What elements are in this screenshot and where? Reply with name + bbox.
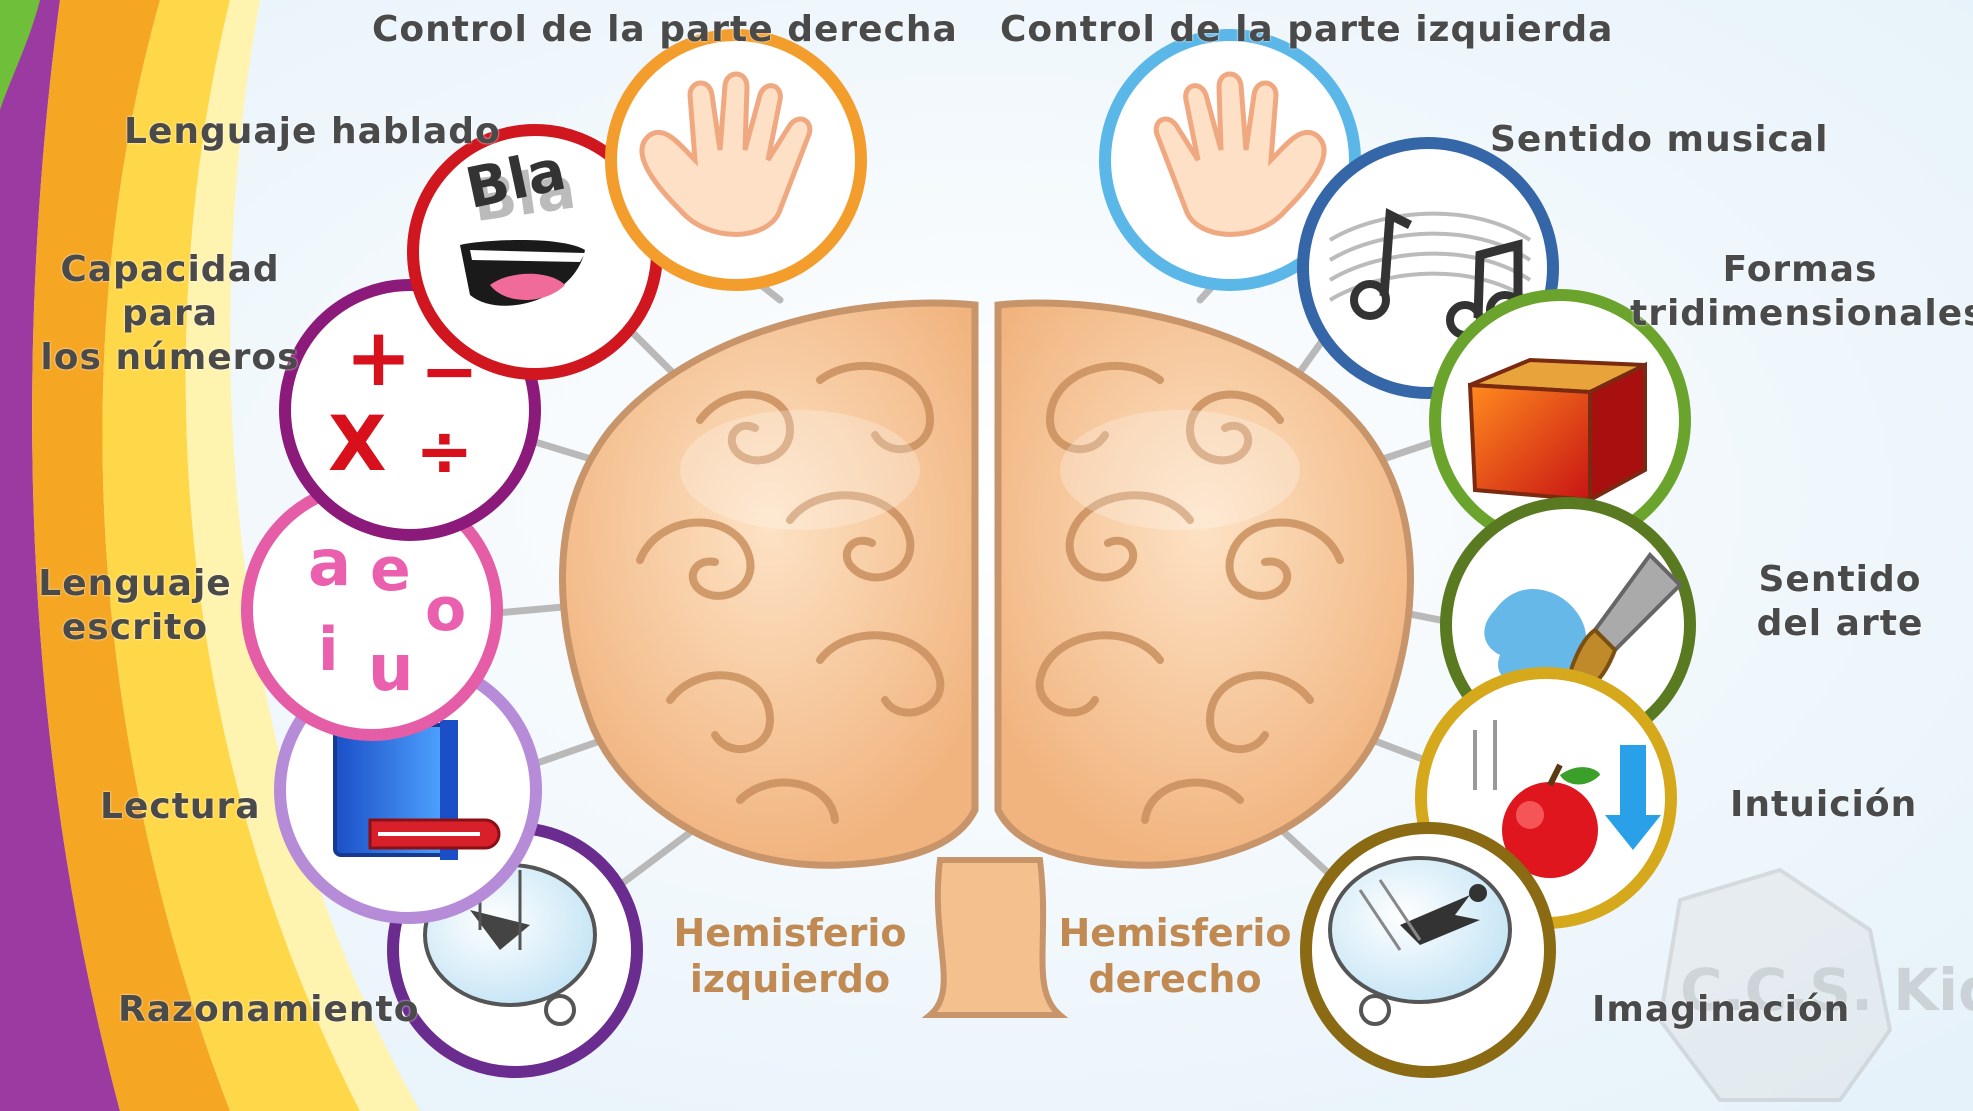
label-sentido-arte: Sentido del arte [1756, 559, 1924, 644]
flying-figure-icon [1400, 895, 1480, 945]
label-imaginacion: Imaginación [1592, 989, 1851, 1030]
music-note-icon [1350, 280, 1390, 320]
label-razonamiento: Razonamiento [118, 989, 420, 1030]
label-lectura: Lectura [100, 786, 261, 827]
vowel-u: u [368, 632, 414, 706]
label-capacidad-numeros: Capacidad para los números [40, 249, 300, 378]
brain-stem [921, 857, 1069, 1018]
label-intuicion: Intuición [1730, 784, 1918, 825]
circle-lenguaje-hablado: Bla Bla [407, 124, 663, 380]
vowel-o: o [425, 575, 466, 645]
arrow-down-icon [1620, 745, 1646, 820]
hand-icon [639, 71, 813, 237]
vowel-i: i [318, 615, 339, 685]
swoosh-green [0, 0, 40, 110]
vowel-a: a [308, 527, 351, 601]
logo-text: C.C.S. Kids [1680, 956, 1973, 1024]
label-hemisferio-izquierdo: Hemisferio izquierdo [673, 911, 907, 1001]
circle-imaginacion [1300, 822, 1556, 1078]
circle-control-izquierda [1099, 29, 1361, 291]
puppet-icon [470, 910, 530, 950]
bla-shadow-text: Bla [468, 153, 580, 235]
label-lenguaje-hablado: Lenguaje hablado [124, 111, 501, 152]
label-lenguaje-escrito: Lenguaje escrito [38, 563, 232, 648]
divide-icon: ÷ [415, 410, 474, 492]
logo-watermark: C.C.S. Kids [1657, 867, 1973, 1102]
brain-highlight-right [1060, 410, 1300, 530]
swoosh-light [185, 0, 420, 1111]
swoosh-purple [0, 0, 120, 1111]
label-hemisferio-derecho: Hemisferio derecho [1058, 911, 1292, 1001]
label-control-derecha: Control de la parte derecha [372, 9, 958, 50]
circle-control-derecha [605, 29, 867, 291]
swoosh-yellow [102, 0, 360, 1111]
brain-highlight-left [680, 410, 920, 530]
label-formas: Formas tridimensionales [1630, 249, 1973, 334]
times-icon: X [328, 399, 387, 488]
vowel-e: e [370, 535, 411, 605]
label-control-izquierda: Control de la parte izquierda [1000, 9, 1614, 50]
left-hemisphere [559, 299, 979, 869]
paint-splash-icon [1484, 589, 1587, 683]
label-sentido-musical: Sentido musical [1490, 119, 1829, 160]
swoosh-orange [32, 0, 230, 1111]
hand-icon-right [1153, 71, 1327, 237]
brain-swirls [636, 362, 1344, 824]
brain [559, 299, 1414, 1018]
plus-icon: + [345, 311, 412, 404]
circle-formas [1429, 289, 1691, 551]
